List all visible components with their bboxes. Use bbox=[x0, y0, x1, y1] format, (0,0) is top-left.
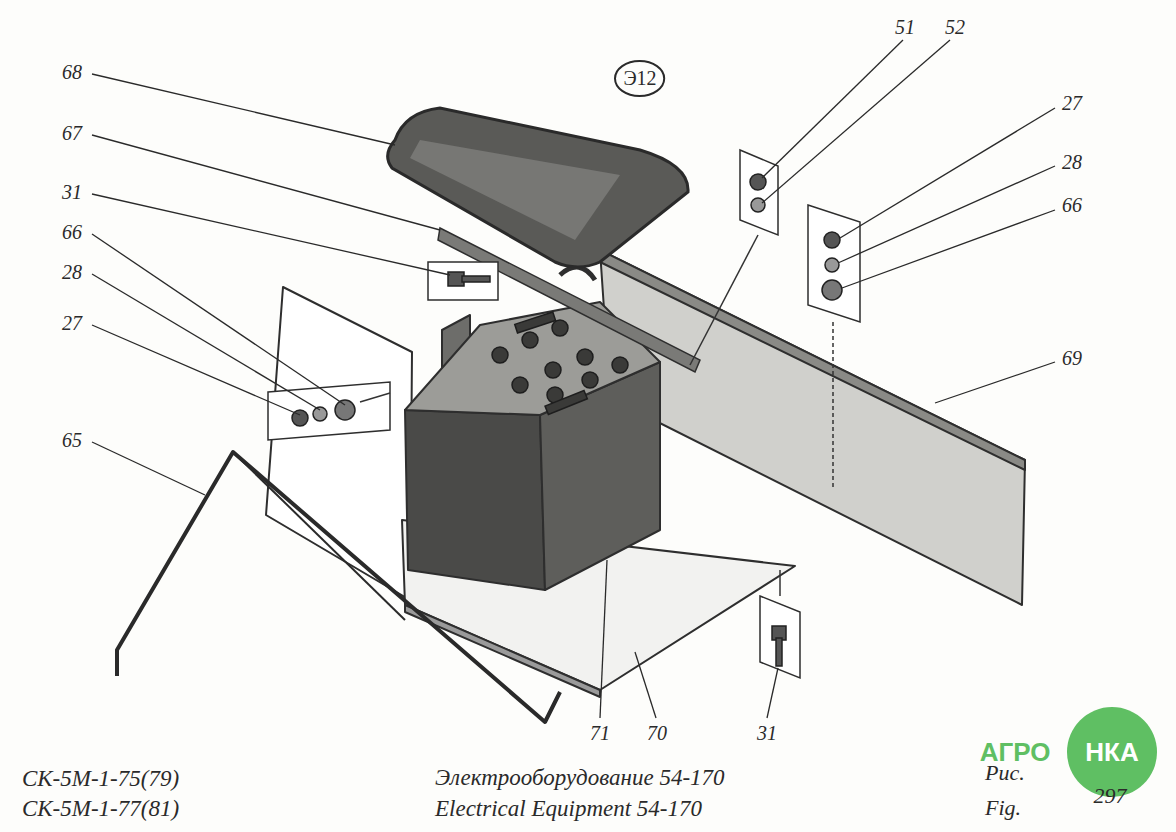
section-title: Электрооборудование 54-170 bbox=[435, 766, 725, 789]
callout-number: 71 bbox=[590, 723, 610, 743]
logo-text: НКА bbox=[1085, 739, 1138, 765]
model-code: СК-5М-1-77(81) bbox=[22, 797, 179, 820]
logo-circle bbox=[1067, 707, 1157, 797]
callout-number: 31 bbox=[757, 723, 777, 743]
figure-word: Fig. bbox=[985, 797, 1021, 819]
nut-inset bbox=[808, 205, 860, 322]
bolt-inset bbox=[760, 596, 800, 678]
callout-number: 69 bbox=[1062, 348, 1082, 368]
model-code: СК-5М-1-75(79) bbox=[22, 767, 179, 790]
fasteners bbox=[292, 174, 842, 666]
battery-lid bbox=[388, 108, 688, 267]
figure-number: 297 bbox=[1094, 785, 1127, 807]
logo-text: АГРО bbox=[980, 739, 1051, 765]
callout-number: 52 bbox=[945, 17, 965, 37]
rod-line bbox=[233, 452, 405, 620]
callout-number: 51 bbox=[895, 17, 915, 37]
callout-number: 28 bbox=[62, 262, 82, 282]
callout-number: 27 bbox=[62, 313, 82, 333]
section-title: Electrical Equipment 54-170 bbox=[435, 797, 702, 820]
nut-inset bbox=[740, 150, 778, 235]
figure-word: Рис. bbox=[985, 762, 1025, 784]
battery-front bbox=[405, 410, 545, 590]
callout-number: 65 bbox=[62, 430, 82, 450]
figure-code: Э12 bbox=[623, 67, 656, 90]
callout-number: 28 bbox=[1062, 152, 1082, 172]
clamp-loop bbox=[560, 267, 595, 280]
battery-top bbox=[405, 302, 660, 415]
leader-lines bbox=[92, 40, 1055, 718]
figure-code-circle: Э12 bbox=[613, 59, 666, 98]
callout-number: 70 bbox=[647, 723, 667, 743]
lid-top bbox=[410, 140, 620, 240]
bolt-inset bbox=[428, 262, 498, 300]
callout-number: 27 bbox=[1062, 93, 1082, 113]
holding-rod bbox=[117, 452, 560, 722]
ellipse bbox=[615, 61, 664, 96]
side-plate bbox=[266, 287, 412, 600]
battery-side bbox=[540, 362, 660, 590]
assembly-lines bbox=[360, 235, 833, 596]
callout-number: 66 bbox=[1062, 195, 1082, 215]
callout-number: 68 bbox=[62, 62, 82, 82]
nut-inset bbox=[268, 382, 390, 440]
callout-number: 31 bbox=[62, 182, 82, 202]
callout-number: 66 bbox=[62, 222, 82, 242]
callout-number: 67 bbox=[62, 123, 82, 143]
